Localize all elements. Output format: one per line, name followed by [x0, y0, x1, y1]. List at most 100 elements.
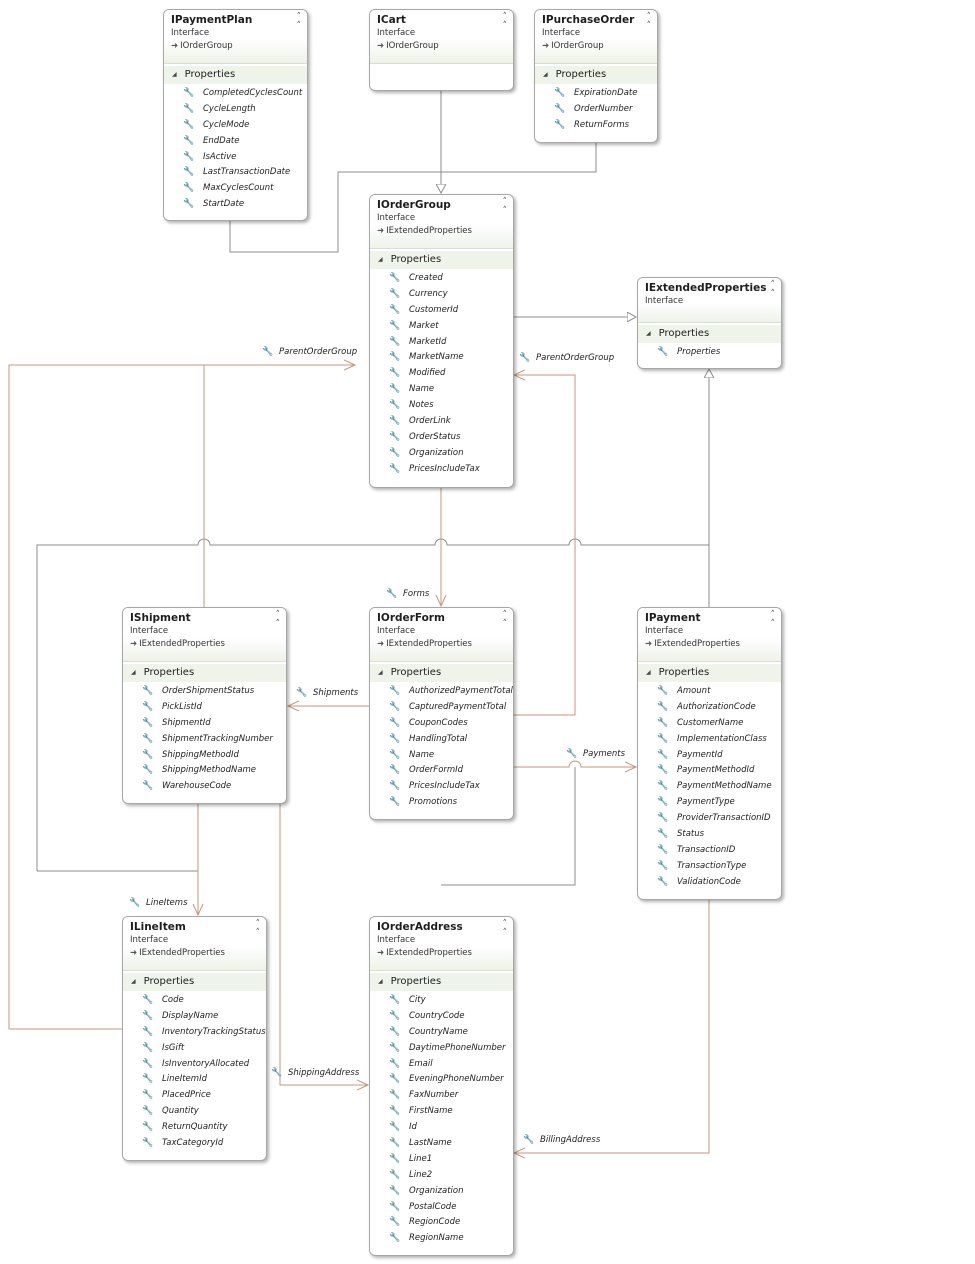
properties-section[interactable]: ◢Properties	[164, 66, 307, 84]
properties-section[interactable]: ◢Properties	[638, 325, 781, 343]
property-row[interactable]: 🔧PickListId	[123, 700, 286, 716]
property-row[interactable]: 🔧CapturedPaymentTotal	[370, 700, 513, 716]
property-row[interactable]: 🔧PostalCode	[370, 1200, 513, 1216]
properties-section[interactable]: ◢Properties	[123, 973, 266, 991]
property-row[interactable]: 🔧PaymentMethodName	[638, 779, 781, 795]
property-row[interactable]: 🔧Properties	[638, 345, 781, 361]
property-row[interactable]: 🔧Notes	[370, 398, 513, 414]
property-row[interactable]: 🔧PaymentId	[638, 748, 781, 764]
property-row[interactable]: 🔧CountryName	[370, 1025, 513, 1041]
property-row[interactable]: 🔧CycleMode	[164, 118, 307, 134]
property-row[interactable]: 🔧WarehouseCode	[123, 779, 286, 795]
property-row[interactable]: 🔧ExpirationDate	[535, 86, 657, 102]
triangle-down-icon[interactable]: ◢	[646, 330, 651, 337]
property-row[interactable]: 🔧Quantity	[123, 1104, 266, 1120]
property-row[interactable]: 🔧StartDate	[164, 197, 307, 213]
properties-section[interactable]: ◢Properties	[535, 66, 657, 84]
interface-box-ishipment[interactable]: IShipment Interface ➜IExtendedProperties…	[122, 607, 287, 804]
interface-box-icart[interactable]: ICart Interface ➜IOrderGroup ˄˄	[369, 9, 514, 91]
property-row[interactable]: 🔧FaxNumber	[370, 1088, 513, 1104]
interface-box-iorderaddress[interactable]: IOrderAddress Interface ➜IExtendedProper…	[369, 916, 514, 1256]
interface-box-iordergroup[interactable]: IOrderGroup Interface ➜IExtendedProperti…	[369, 194, 514, 488]
property-row[interactable]: 🔧ShipmentTrackingNumber	[123, 732, 286, 748]
interface-box-iextendedproperties[interactable]: IExtendedProperties Interface ˄˄ ◢Proper…	[637, 277, 782, 369]
property-row[interactable]: 🔧FirstName	[370, 1104, 513, 1120]
double-chevron-up-icon[interactable]: ˄˄	[770, 610, 775, 629]
property-row[interactable]: 🔧Email	[370, 1057, 513, 1073]
double-chevron-up-icon[interactable]: ˄˄	[296, 12, 301, 31]
double-chevron-up-icon[interactable]: ˄˄	[646, 12, 651, 31]
property-row[interactable]: 🔧PricesIncludeTax	[370, 779, 513, 795]
property-row[interactable]: 🔧EveningPhoneNumber	[370, 1072, 513, 1088]
property-row[interactable]: 🔧CustomerId	[370, 303, 513, 319]
property-row[interactable]: 🔧Modified	[370, 366, 513, 382]
property-row[interactable]: 🔧MaxCyclesCount	[164, 181, 307, 197]
interface-box-iorderform[interactable]: IOrderForm Interface ➜IExtendedPropertie…	[369, 607, 514, 820]
property-row[interactable]: 🔧AuthorizationCode	[638, 700, 781, 716]
property-row[interactable]: 🔧TaxCategoryId	[123, 1136, 266, 1152]
triangle-down-icon[interactable]: ◢	[131, 978, 136, 985]
property-row[interactable]: 🔧RegionName	[370, 1231, 513, 1247]
interface-box-ilineitem[interactable]: ILineItem Interface ➜IExtendedProperties…	[122, 916, 267, 1161]
property-row[interactable]: 🔧CustomerName	[638, 716, 781, 732]
property-row[interactable]: 🔧CycleLength	[164, 102, 307, 118]
property-row[interactable]: 🔧ShippingMethodId	[123, 748, 286, 764]
double-chevron-up-icon[interactable]: ˄˄	[502, 197, 507, 216]
property-row[interactable]: 🔧Organization	[370, 446, 513, 462]
double-chevron-up-icon[interactable]: ˄˄	[255, 919, 260, 938]
interface-box-ipayment[interactable]: IPayment Interface ➜IExtendedProperties …	[637, 607, 782, 900]
double-chevron-up-icon[interactable]: ˄˄	[502, 12, 507, 31]
property-row[interactable]: 🔧PlacedPrice	[123, 1088, 266, 1104]
property-row[interactable]: 🔧PaymentMethodId	[638, 763, 781, 779]
property-row[interactable]: 🔧Market	[370, 319, 513, 335]
property-row[interactable]: 🔧OrderLink	[370, 414, 513, 430]
label-billingaddress[interactable]: 🔧BillingAddress	[523, 1135, 600, 1146]
property-row[interactable]: 🔧IsInventoryAllocated	[123, 1057, 266, 1073]
property-row[interactable]: 🔧ReturnForms	[535, 118, 657, 134]
property-row[interactable]: 🔧AuthorizedPaymentTotal	[370, 684, 513, 700]
property-row[interactable]: 🔧RegionCode	[370, 1215, 513, 1231]
label-shipments[interactable]: 🔧Shipments	[296, 688, 358, 699]
property-row[interactable]: 🔧ShipmentId	[123, 716, 286, 732]
double-chevron-up-icon[interactable]: ˄˄	[502, 610, 507, 629]
label-parentordergroup-left[interactable]: 🔧ParentOrderGroup	[262, 347, 357, 358]
properties-section[interactable]: ◢Properties	[638, 664, 781, 682]
label-lineitems[interactable]: 🔧LineItems	[129, 898, 188, 909]
property-row[interactable]: 🔧CompletedCyclesCount	[164, 86, 307, 102]
double-chevron-up-icon[interactable]: ˄˄	[770, 280, 775, 299]
property-row[interactable]: 🔧Currency	[370, 287, 513, 303]
property-row[interactable]: 🔧ImplementationClass	[638, 732, 781, 748]
property-row[interactable]: 🔧DaytimePhoneNumber	[370, 1041, 513, 1057]
property-row[interactable]: 🔧CouponCodes	[370, 716, 513, 732]
property-row[interactable]: 🔧Id	[370, 1120, 513, 1136]
interface-box-ipaymentplan[interactable]: IPaymentPlan Interface ➜IOrderGroup ˄˄ ◢…	[163, 9, 308, 221]
double-chevron-up-icon[interactable]: ˄˄	[275, 610, 280, 629]
properties-section[interactable]: ◢Properties	[123, 664, 286, 682]
triangle-down-icon[interactable]: ◢	[131, 669, 136, 676]
property-row[interactable]: 🔧Line1	[370, 1152, 513, 1168]
property-row[interactable]: 🔧OrderFormId	[370, 763, 513, 779]
property-row[interactable]: 🔧EndDate	[164, 134, 307, 150]
triangle-down-icon[interactable]: ◢	[172, 71, 177, 78]
property-row[interactable]: 🔧InventoryTrackingStatus	[123, 1025, 266, 1041]
property-row[interactable]: 🔧Code	[123, 993, 266, 1009]
property-row[interactable]: 🔧OrderShipmentStatus	[123, 684, 286, 700]
property-row[interactable]: 🔧City	[370, 993, 513, 1009]
property-row[interactable]: 🔧Created	[370, 271, 513, 287]
properties-section[interactable]: ◢Properties	[370, 973, 513, 991]
triangle-down-icon[interactable]: ◢	[378, 978, 383, 985]
triangle-down-icon[interactable]: ◢	[378, 256, 383, 263]
property-row[interactable]: 🔧OrderNumber	[535, 102, 657, 118]
property-row[interactable]: 🔧MarketName	[370, 350, 513, 366]
property-row[interactable]: 🔧LineItemId	[123, 1072, 266, 1088]
label-forms[interactable]: 🔧Forms	[386, 589, 429, 600]
property-row[interactable]: 🔧HandlingTotal	[370, 732, 513, 748]
property-row[interactable]: 🔧Line2	[370, 1168, 513, 1184]
property-row[interactable]: 🔧Status	[638, 827, 781, 843]
label-parentordergroup-right[interactable]: 🔧ParentOrderGroup	[519, 353, 614, 364]
property-row[interactable]: 🔧MarketId	[370, 335, 513, 351]
property-row[interactable]: 🔧LastTransactionDate	[164, 165, 307, 181]
double-chevron-up-icon[interactable]: ˄˄	[502, 919, 507, 938]
properties-section[interactable]: ◢Properties	[370, 664, 513, 682]
property-row[interactable]: 🔧Name	[370, 382, 513, 398]
